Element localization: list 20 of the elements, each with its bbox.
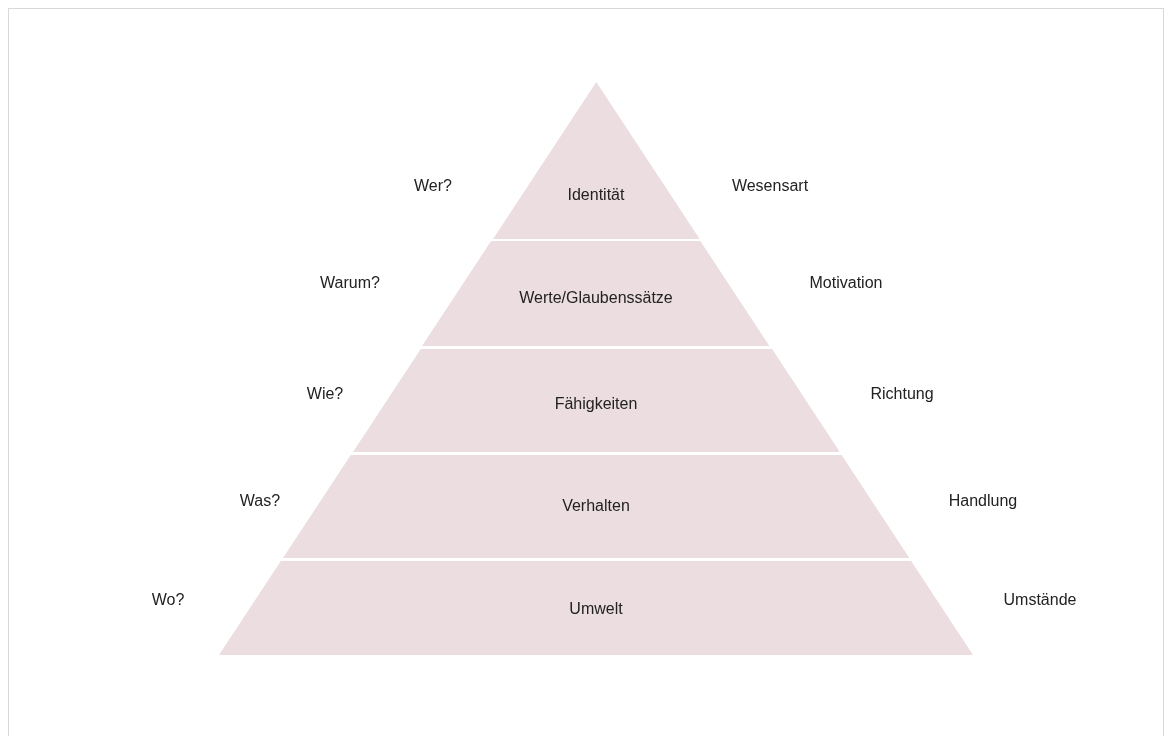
layer-label: Werte/Glaubenssätze: [519, 289, 673, 307]
side-label: Wesensart: [731, 177, 809, 195]
pyramid-layer: [422, 241, 770, 346]
pyramid-layer: [219, 561, 973, 655]
layer-label: Verhalten: [562, 497, 630, 515]
question-label: Wer?: [414, 177, 452, 195]
layer-label: Umwelt: [569, 600, 623, 618]
side-label: Handlung: [948, 492, 1018, 510]
question-label: Warum?: [320, 274, 380, 292]
side-label: Motivation: [809, 274, 883, 292]
question-label: Was?: [239, 492, 281, 510]
question-label: Wo?: [151, 591, 185, 609]
pyramid-layer: [492, 82, 700, 239]
side-label: Richtung: [870, 385, 934, 403]
layer-label: Identität: [567, 186, 625, 204]
question-label: Wie?: [306, 385, 344, 403]
pyramid-layer: [352, 349, 840, 452]
layer-label: Fähigkeiten: [554, 395, 638, 413]
pyramid-layer: [282, 455, 910, 558]
side-label: Umstände: [1003, 591, 1077, 609]
